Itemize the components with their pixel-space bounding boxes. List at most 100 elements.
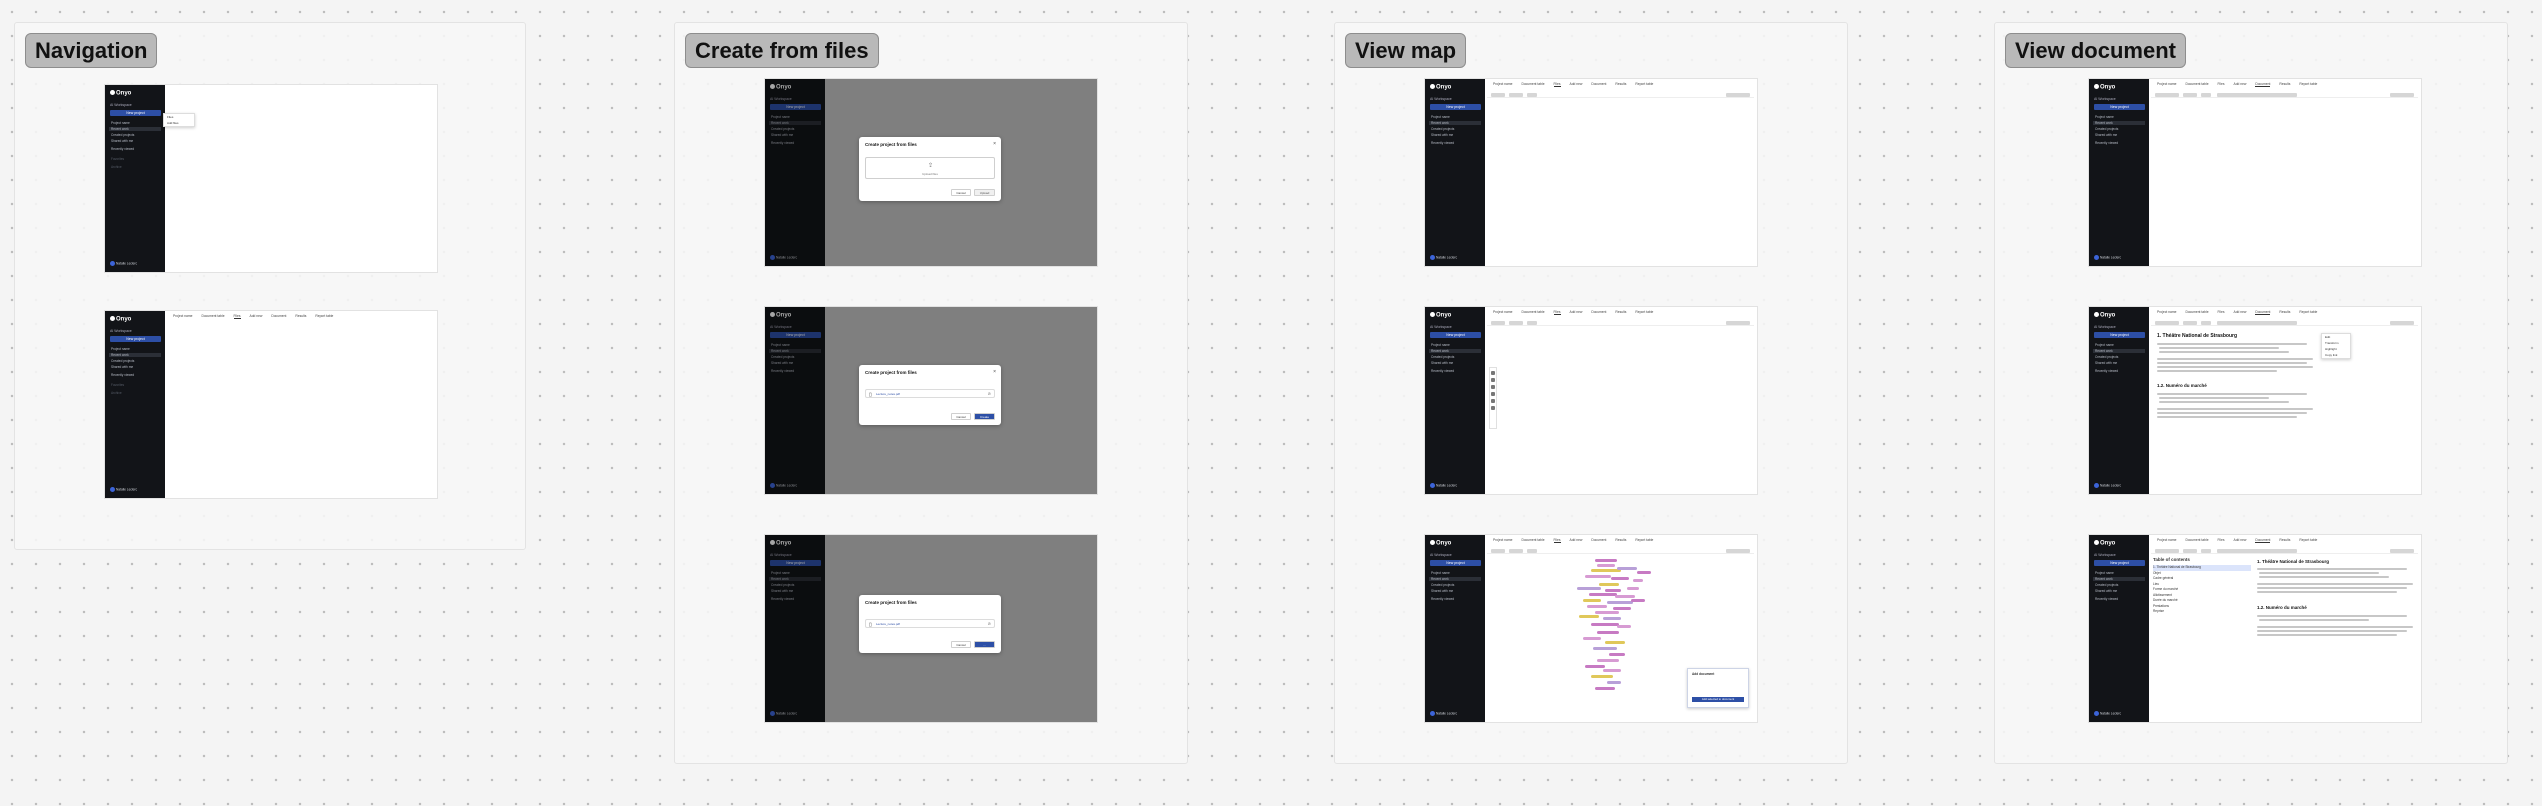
tab[interactable]: Document table	[2185, 538, 2209, 542]
menu-item[interactable]: Highlight	[2325, 347, 2337, 351]
sidebar-item[interactable]: Recently viewed	[771, 369, 795, 373]
tab[interactable]: Add new	[1569, 538, 1583, 542]
tab[interactable]: Project name	[173, 314, 193, 318]
mind-map-node[interactable]	[1633, 579, 1643, 582]
tab[interactable]: Document	[1591, 82, 1607, 86]
mind-map-node[interactable]	[1599, 583, 1619, 586]
sidebar-item[interactable]: Shared with me	[771, 361, 794, 365]
tab[interactable]: Add new	[249, 314, 263, 318]
remove-file-icon[interactable]: ⊘	[987, 391, 991, 396]
toolbar-button[interactable]	[2183, 548, 2197, 553]
toc-item[interactable]: Reprise	[2153, 609, 2164, 613]
mind-map-node[interactable]	[1617, 625, 1631, 628]
sidebar-item[interactable]: Created projects	[771, 355, 795, 359]
sidebar-item[interactable]: Recently viewed	[111, 147, 135, 151]
tab-active[interactable]: Document	[2255, 82, 2271, 87]
tab[interactable]: Report table	[1635, 538, 1654, 542]
sidebar-item[interactable]: Recent work	[1429, 121, 1481, 125]
cancel-button[interactable]: Cancel	[951, 413, 971, 420]
sidebar-item[interactable]: Recent work	[769, 349, 821, 353]
sidebar-item[interactable]: Archive	[111, 165, 122, 169]
sidebar-item[interactable]: Shared with me	[1431, 133, 1454, 137]
mind-map-node[interactable]	[1595, 559, 1617, 562]
mind-map-node[interactable]	[1611, 577, 1629, 580]
new-project-button[interactable]: New project	[2094, 560, 2145, 566]
mind-map-node[interactable]	[1597, 631, 1619, 634]
tab[interactable]: Document table	[201, 314, 225, 318]
tab[interactable]: Document	[271, 314, 287, 318]
user-profile[interactable]: Natalie Leclerc	[110, 261, 137, 266]
tab[interactable]: Report table	[315, 314, 334, 318]
toolbar-button[interactable]	[2217, 548, 2297, 553]
sidebar-item[interactable]: Created projects	[2095, 583, 2119, 587]
new-project-button[interactable]: New project	[770, 104, 821, 110]
create-button-loading[interactable]: …	[974, 641, 995, 648]
screen-thumbnail[interactable]: Onyo AI Workspace New project Project na…	[105, 311, 437, 498]
sidebar-item[interactable]: Shared with me	[2095, 589, 2118, 593]
toolbar-button[interactable]	[1726, 320, 1750, 325]
toolbar-button[interactable]	[2390, 548, 2414, 553]
mind-map-node[interactable]	[1605, 641, 1625, 644]
sidebar-item[interactable]: Created projects	[2095, 355, 2119, 359]
tab[interactable]: Results	[2279, 82, 2291, 86]
screen-thumbnail[interactable]: Onyo AI Workspace New project Project na…	[1425, 79, 1757, 266]
mind-map-node[interactable]	[1605, 589, 1621, 592]
toolbar-button[interactable]	[2183, 320, 2197, 325]
mind-map-node[interactable]	[1613, 607, 1631, 610]
sidebar-item[interactable]: Shared with me	[111, 139, 134, 143]
tab[interactable]: Results	[1615, 310, 1627, 314]
sidebar-item[interactable]: Project name	[771, 571, 790, 575]
tab[interactable]: Document table	[1521, 538, 1545, 542]
new-project-button[interactable]: New project	[2094, 332, 2145, 338]
tool-icon[interactable]	[1491, 392, 1495, 396]
toolbar-button[interactable]	[2390, 92, 2414, 97]
toolbar-button[interactable]	[2217, 320, 2297, 325]
user-profile[interactable]: Natalie Leclerc	[770, 255, 797, 260]
sidebar-item[interactable]: Recent work	[109, 127, 161, 131]
sidebar-item[interactable]: Recently viewed	[1431, 369, 1455, 373]
tab-active[interactable]: Files	[1553, 82, 1561, 87]
toolbar-button[interactable]	[2155, 320, 2179, 325]
screen-thumbnail[interactable]: Onyo AI Workspace New project Project na…	[2089, 79, 2421, 266]
screen-thumbnail[interactable]: Onyo AI Workspace New project Project na…	[765, 307, 1097, 494]
user-profile[interactable]: Natalie Leclerc	[770, 483, 797, 488]
screen-thumbnail[interactable]: Onyo AI Workspace New project Project na…	[1425, 307, 1757, 494]
upload-button[interactable]: Upload	[974, 189, 995, 196]
sidebar-item[interactable]: Shared with me	[1431, 589, 1454, 593]
file-dropzone[interactable]: ⇪ Upload files	[865, 157, 995, 179]
sidebar-item[interactable]: Created projects	[1431, 355, 1455, 359]
tab[interactable]: Results	[1615, 82, 1627, 86]
user-profile[interactable]: Natalie Leclerc	[110, 487, 137, 492]
tab[interactable]: Document	[1591, 538, 1607, 542]
mind-map-node[interactable]	[1603, 669, 1621, 672]
tab-active[interactable]: Files	[1553, 310, 1561, 315]
toc-item[interactable]: Cadre général	[2153, 576, 2174, 580]
toc-item[interactable]: Allotissement	[2153, 592, 2172, 597]
tab[interactable]: Report table	[2299, 310, 2318, 314]
tab-active[interactable]: Document	[2255, 538, 2271, 543]
screen-thumbnail[interactable]: Onyo AI Workspace New project Project na…	[105, 85, 437, 272]
sidebar-item[interactable]: Created projects	[111, 359, 135, 363]
sidebar-item[interactable]: Project name	[1431, 343, 1450, 347]
sidebar-item[interactable]: Project name	[771, 115, 790, 119]
mind-map-node[interactable]	[1589, 593, 1617, 596]
tab[interactable]: Project name	[2157, 310, 2177, 314]
user-profile[interactable]: Natalie Leclerc	[2094, 255, 2121, 260]
tab[interactable]: Document table	[1521, 82, 1545, 86]
user-profile[interactable]: Natalie Leclerc	[770, 711, 797, 716]
toolbar-button[interactable]	[2201, 92, 2211, 97]
sidebar-item[interactable]: Recent work	[2093, 121, 2145, 125]
toolbar-button[interactable]	[2390, 320, 2414, 325]
toolbar-button[interactable]	[2201, 548, 2211, 553]
sidebar-item[interactable]: Recent work	[769, 577, 821, 581]
tab[interactable]: Report table	[2299, 538, 2318, 542]
sidebar-item[interactable]: Archive	[111, 391, 122, 395]
menu-item[interactable]: Edit	[2325, 335, 2331, 339]
tab[interactable]: Report table	[2299, 82, 2318, 86]
tab[interactable]: Results	[2279, 310, 2291, 314]
tab[interactable]: Project name	[1493, 538, 1513, 542]
toolbar-button[interactable]	[2183, 92, 2197, 97]
tab[interactable]: Project name	[2157, 538, 2177, 542]
sidebar-item[interactable]: Created projects	[771, 127, 795, 131]
tab[interactable]: Document table	[1521, 310, 1545, 314]
